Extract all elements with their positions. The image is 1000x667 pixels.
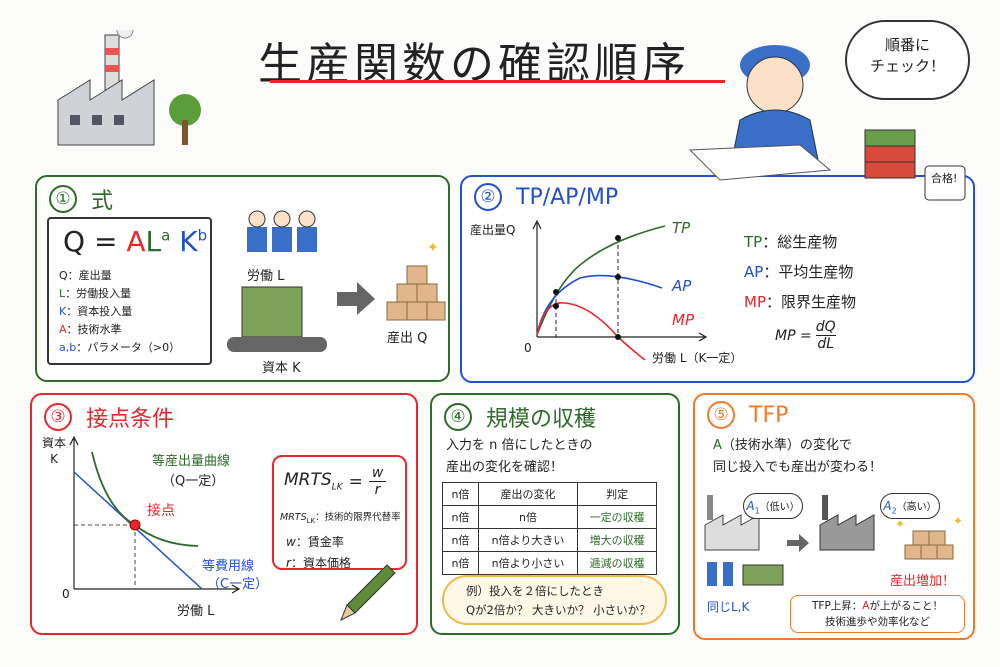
panel-title: ③ 接点条件 [44,401,174,433]
legend-item: TP：総生産物 [744,233,838,251]
panel-title-text: 規模の収穫 [486,407,597,432]
legend-item: L：労働投入量 [59,287,132,300]
thought-line-1: 順番に [884,36,930,54]
origin-label: 0 [62,587,70,601]
isocost-note: （C一定） [207,577,269,592]
mug [924,165,966,201]
tangent-point [129,519,141,531]
x-axis [74,584,241,594]
output-label: 産出 Q [387,331,428,346]
svg-text:✦: ✦ [895,517,905,531]
definition-item: w：賃金率 [286,534,344,549]
panel-returns-to-scale: ④ 規模の収穫 入力を n 倍にしたときの産出の変化を確認！ n倍産出の変化判定 … [430,393,680,635]
y-axis [69,435,79,589]
legend-item: K：資本投入量 [59,305,133,318]
step-number: ④ [444,403,472,431]
pencil-icon [340,564,396,622]
thought-line-2: チェック！ [869,57,945,75]
x-axis-label: 労働 L（K一定） [652,351,743,365]
svg-text:✦: ✦ [953,514,963,528]
panel-title-text: TFP [749,402,789,428]
definition-item: MRTSLK：技術的限界代替率 [280,512,401,525]
step-number: ① [49,185,77,213]
labor-label: 労働 L [247,269,285,284]
definition-item: r：資本価格 [286,555,351,570]
speech-bubble-a1: A1（低い） [743,493,803,519]
legend-item: AP：平均生産物 [744,263,854,281]
intro-text: A（技術水準）の変化で同じ投入でも産出が変わる！ [713,438,883,475]
factory-illustration [57,30,201,146]
worker-studying-illustration [688,45,966,201]
thought-bubble: 順番に チェック！ [845,20,970,100]
capital-label: 資本 K [262,361,301,376]
panel-title: ⑤ TFP [707,401,788,429]
tp-curve [536,225,666,336]
x-axis-label: 労働 L [177,604,215,619]
isoquant-isocost-graph [69,435,241,594]
mp-curve-label: MP [672,311,694,329]
panel-tp-ap-mp: ② TP/AP/MP 産出量Q 0 労働 L（K一定） TP AP MP TP：総… [460,175,975,383]
panel-title-text: TP/AP/MP [516,184,619,210]
factory-comparison-illustration: ✦✦ [704,495,963,586]
legend-item: A：技術水準 [59,323,122,336]
intro-text: 入力を n 倍にしたときの産出の変化を確認！ [446,438,593,475]
legend-item: MP：限界生産物 [744,293,857,311]
speech-bubble-a2: A2（高い） [880,493,940,519]
y-axis-label: 産出量Q [470,223,516,237]
y-axis [532,219,542,337]
step-number: ② [474,183,502,211]
title-underline [270,80,725,83]
ap-curve [536,274,663,336]
tfp-note: TFP上昇：Aが上がること！ 技術進歩や効率化など [790,595,965,633]
same-inputs-label: 同じL,K [707,600,750,614]
variable-legend: Q：産出量 L：労働投入量 K：資本投入量 A：技術水準 a,b：パラメータ（>… [59,267,180,357]
legend-item: a,b：パラメータ（>0） [59,341,181,354]
output-increase-label: 産出増加！ [890,574,956,589]
tangent-label: 接点 [147,503,175,519]
isocost-line [73,471,203,590]
mug-label: 合格! [931,172,958,185]
svg-text:✦: ✦ [427,240,439,256]
tp-curve-label: TP [672,219,691,237]
tp-ap-mp-legend: TP：総生産物 AP：平均生産物 MP：限界生産物 [744,227,856,317]
isocost-label: 等費用線 [202,559,255,574]
formula: Q = ALa Kb [63,225,208,258]
mp-curve [536,302,646,361]
step-number: ③ [44,403,72,431]
inputs-output-illustration: ✦ [227,210,446,352]
isoquant-note: （Q一定） [162,474,225,489]
isoquant-label: 等産出量曲線 [152,454,231,469]
panel-title: ② TP/AP/MP [474,183,618,211]
panel-title-text: 接点条件 [86,407,175,432]
table-header-row: n倍産出の変化判定 [442,482,657,506]
tp-ap-mp-graph [532,219,708,361]
ap-curve-label: AP [672,277,692,295]
legend-item: Q：産出量 [59,269,112,282]
step-number: ⑤ [707,401,735,429]
panel-title-text: 式 [91,189,114,214]
panel-title: ④ 規模の収穫 [444,401,596,433]
mrts-definitions: MRTSLK：技術的限界代替率 w：賃金率 r：資本価格 [280,507,401,574]
notebook: Q = ALa Kb Q：産出量 L：労働投入量 K：資本投入量 A：技術水準 … [47,217,212,365]
origin-label: 0 [524,341,532,355]
